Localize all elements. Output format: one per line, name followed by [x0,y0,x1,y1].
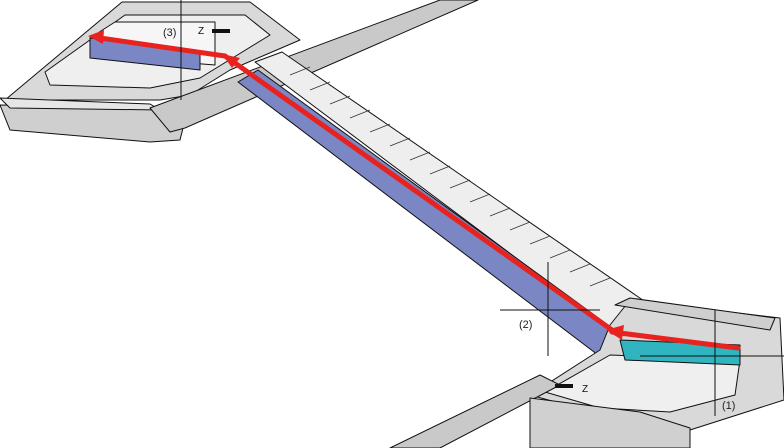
stair-blue-stringer [237,69,616,356]
lower-landing-tag: Z [582,384,588,395]
marker-label-2: (2) [519,319,532,331]
lower-front-beam [529,397,691,448]
marker-crosshairs [180,0,784,416]
upper-diagonal-beam [149,0,479,133]
stair-step-lines [289,66,611,287]
marker-label-1: (1) [722,400,735,412]
upper-landing-tag: Z [198,26,204,37]
marker-label-3: (3) [163,27,176,39]
lower-landing-hatch [555,384,573,388]
arrowhead-upper-icon [88,30,104,44]
stair-treads [254,51,651,331]
arrowhead-mid-icon [222,54,240,68]
upper-landing-hatch [212,29,230,33]
lower-side-beam [614,297,776,331]
arrowhead-lower-icon [606,325,624,340]
